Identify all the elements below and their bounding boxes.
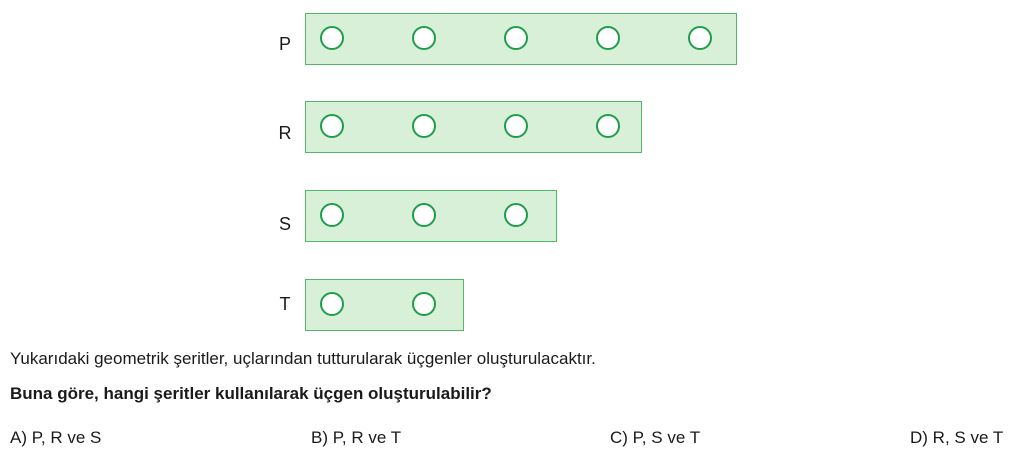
strip-hole: [412, 292, 436, 316]
strip-hole: [504, 114, 528, 138]
problem-statement: Yukarıdaki geometrik şeritler, uçlarında…: [10, 349, 596, 368]
strip-s: [305, 190, 557, 242]
strip-label-r: R: [278, 123, 292, 143]
strip-hole: [412, 203, 436, 227]
answer-option-d[interactable]: D) R, S ve T: [910, 428, 1004, 447]
strip-label-p: P: [278, 34, 291, 54]
strip-label-s: S: [278, 214, 291, 234]
strip-p: [305, 13, 737, 65]
strip-hole: [412, 114, 436, 138]
strip-t: [305, 279, 464, 331]
answer-option-b[interactable]: B) P, R ve T: [311, 428, 402, 447]
strip-hole: [320, 292, 344, 316]
strip-hole: [320, 114, 344, 138]
strip-hole: [688, 26, 712, 50]
strip-hole: [504, 26, 528, 50]
strip-hole: [320, 203, 344, 227]
strip-hole: [596, 114, 620, 138]
problem-question: Buna göre, hangi şeritler kullanılarak ü…: [10, 384, 492, 403]
strip-r: [305, 101, 642, 153]
answer-option-c[interactable]: C) P, S ve T: [610, 428, 701, 447]
strip-hole: [412, 26, 436, 50]
strip-label-t: T: [279, 294, 291, 314]
strip-hole: [320, 26, 344, 50]
strip-hole: [596, 26, 620, 50]
answer-option-a[interactable]: A) P, R ve S: [10, 428, 102, 447]
strip-hole: [504, 203, 528, 227]
